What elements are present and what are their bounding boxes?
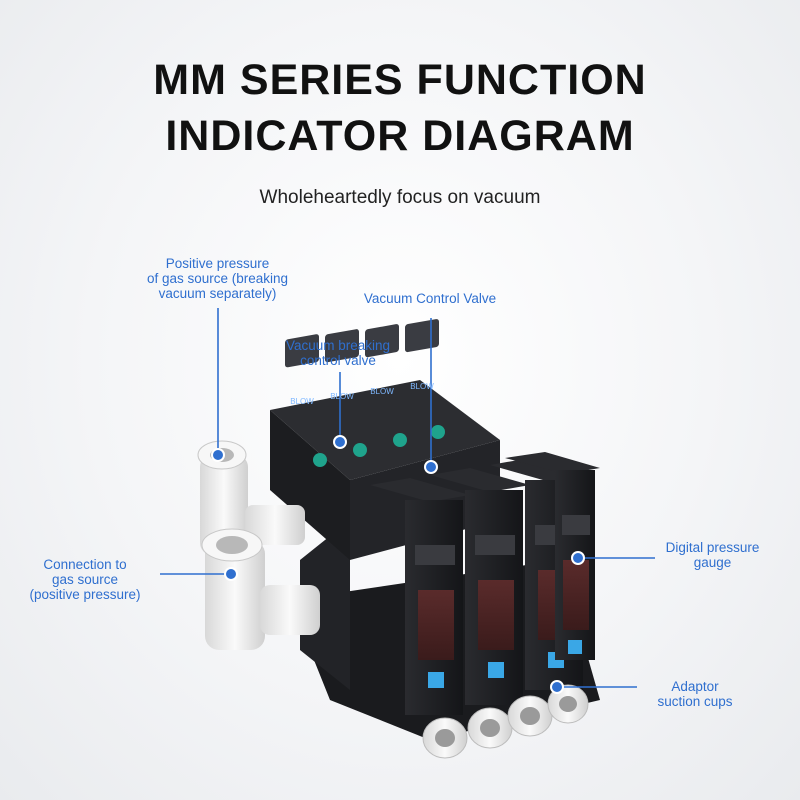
digital-gauges [370,452,600,715]
blow-button-label-3: BLOW [370,387,394,396]
callout-positive-pressure: Positive pressure of gas source (breakin… [146,256,289,301]
title-line-2: INDICATOR DIAGRAM [165,112,635,160]
page-subtitle: Wholeheartedly focus on vacuum [259,187,541,208]
blow-button-label-1: BLOW [290,397,314,406]
suction-cup-fittings [422,684,589,759]
callout-adaptor-suction-cups: Adaptor suction cups [657,679,733,709]
callout-lines [160,308,655,688]
callout-vacuum-breaking-control-valve: Vacuum breaking control valve [285,338,391,368]
callout-digital-pressure-gauge: Digital pressure gauge [665,540,760,570]
gas-source-fittings [197,440,320,650]
blow-button-label-4: BLOW [410,382,434,391]
title-line-1: MM SERIES FUNCTION [153,56,647,104]
page-title: MM SERIES FUNCTION INDICATOR DIAGRAM [0,52,800,164]
callout-vacuum-control-valve: Vacuum Control Valve [363,291,497,306]
callout-dots [211,435,585,694]
callout-connection-gas-source: Connection to gas source (positive press… [29,557,141,602]
blow-button-label-2: BLOW [330,392,354,401]
